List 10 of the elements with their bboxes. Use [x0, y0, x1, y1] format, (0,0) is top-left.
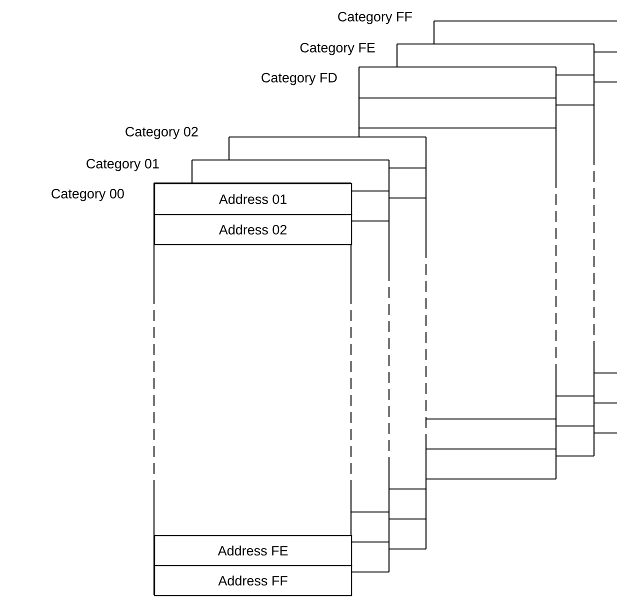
category-label: Category 02 [126, 126, 198, 140]
category-label: Category FE [300, 42, 375, 56]
address-row: Address FE [154, 535, 352, 566]
address-row: Address 02 [154, 214, 352, 246]
category-label: Category 01 [86, 158, 159, 172]
address-row: Address 01 [154, 183, 352, 216]
address-row: Address FF [154, 565, 352, 596]
category-label: Category FD [262, 72, 337, 86]
category-label: Category FF [338, 12, 412, 24]
category-label: Category 00 [52, 188, 124, 202]
